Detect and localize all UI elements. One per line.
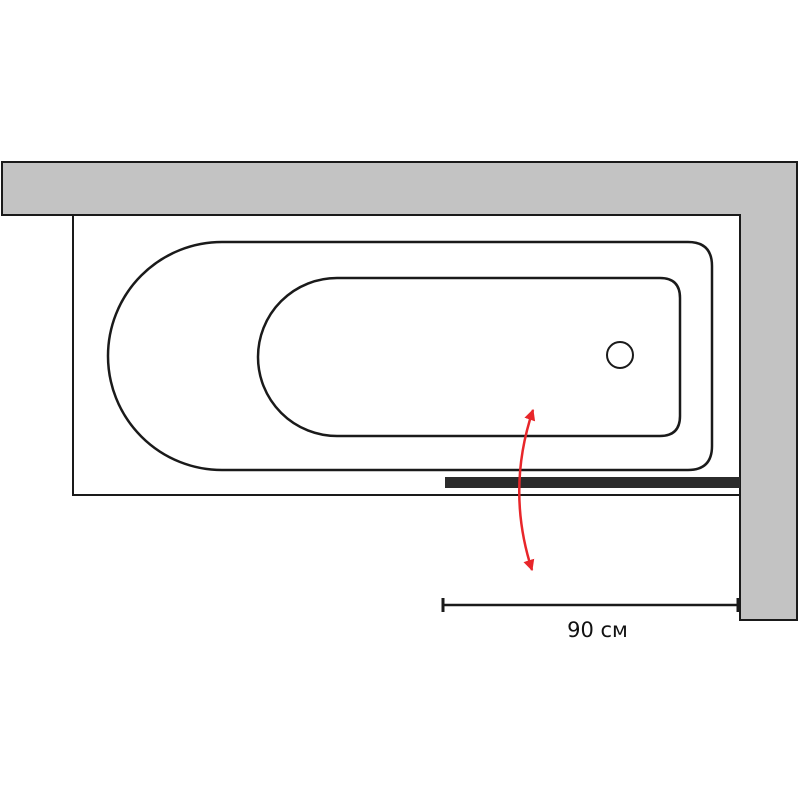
bathtub-outer-rim <box>106 240 714 472</box>
glass-panel <box>445 477 740 488</box>
bathtub-frame <box>72 215 740 496</box>
wall <box>1 161 798 621</box>
dimension-label: 90 см <box>567 618 628 642</box>
drain-icon <box>606 341 634 369</box>
bathtub-basin <box>256 276 682 438</box>
swing-arrow-icon <box>518 408 536 572</box>
